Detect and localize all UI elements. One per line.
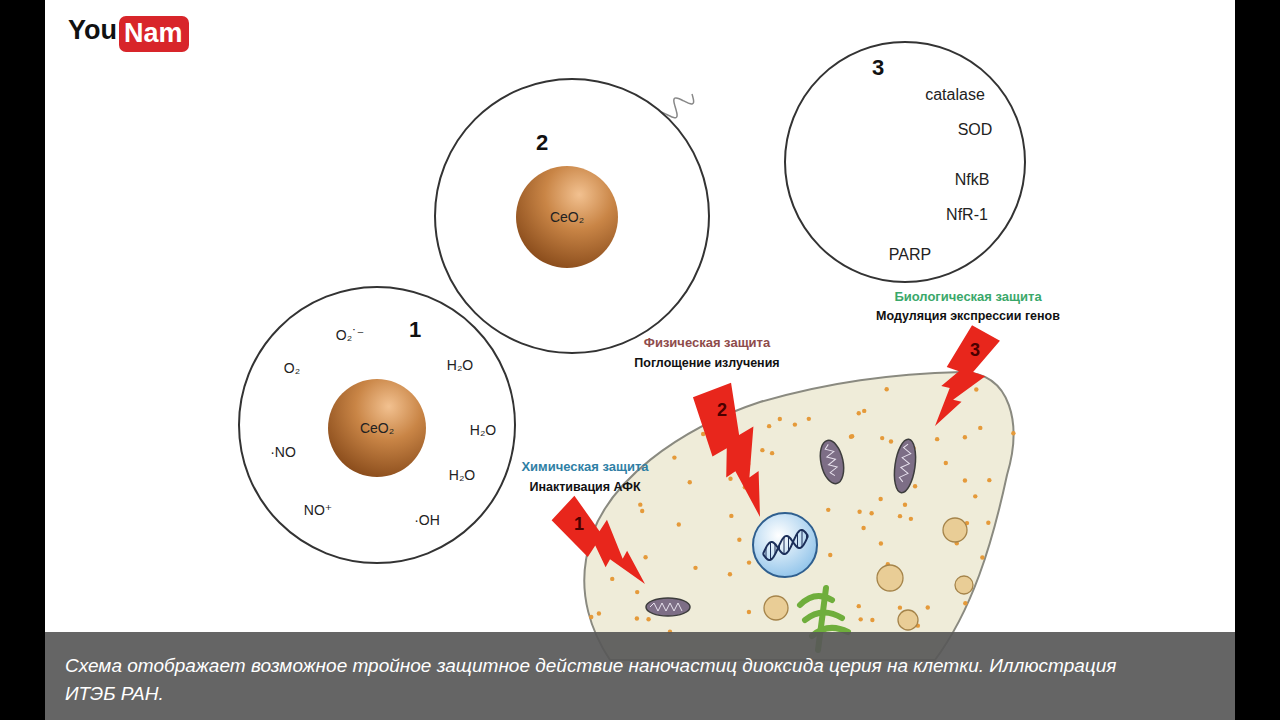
molecule-label: H₂O bbox=[470, 422, 496, 438]
gene-label: NfkB bbox=[955, 171, 990, 189]
particle-label: CeO₂ bbox=[550, 209, 584, 225]
mitochondrion bbox=[646, 438, 919, 616]
molecule-label: H₂O bbox=[447, 357, 473, 373]
section-heading: Химическая защита bbox=[521, 460, 648, 475]
gene-label: NfR-1 bbox=[946, 206, 988, 224]
molecule-label: NO⁺ bbox=[304, 502, 332, 518]
callout-number: 3 bbox=[970, 340, 980, 361]
molecule-label: O₂ bbox=[284, 360, 300, 376]
gene-label: PARP bbox=[889, 246, 931, 264]
logo-text: You bbox=[68, 15, 117, 46]
nucleus bbox=[753, 513, 817, 577]
section-heading: Биологическая защита bbox=[894, 290, 1041, 305]
callout-number: 2 bbox=[717, 400, 727, 421]
gene-label: SOD bbox=[958, 121, 993, 139]
callout-number: 2 bbox=[536, 130, 548, 155]
logo-text: Nam bbox=[119, 16, 189, 52]
nanoparticle: CeO₂ bbox=[327, 378, 427, 478]
molecule-label: ·NO bbox=[270, 444, 296, 460]
molecule-label: O₂˙⁻ bbox=[336, 327, 364, 343]
callout-number: 1 bbox=[409, 317, 421, 342]
callout-circle: 2CeO₂ bbox=[433, 77, 711, 355]
callout-circle: 3 catalaseSOD NfkB NfR-1PARP bbox=[783, 40, 1027, 284]
side-band bbox=[1235, 0, 1280, 720]
cell bbox=[584, 372, 1015, 660]
side-band bbox=[0, 0, 45, 720]
caption: Схема отображает возможное тройное защит… bbox=[45, 632, 1235, 720]
callout-circle: 1 O₂˙⁻ O₂ H₂O H₂O H₂O ·NO NO⁺ ·OH CeO₂ bbox=[237, 285, 517, 565]
molecule-label: ·OH bbox=[414, 512, 440, 528]
callout-number: 3 bbox=[872, 55, 884, 80]
section-subtitle: Поглощение излучения bbox=[634, 356, 779, 370]
section-heading: Физическая защита bbox=[644, 336, 770, 351]
particle-label: CeO₂ bbox=[360, 420, 394, 436]
nanoparticle: CeO₂ bbox=[515, 165, 619, 269]
section-subtitle: Модуляция экспрессии генов bbox=[876, 309, 1060, 323]
molecule-label: H₂O bbox=[449, 467, 475, 483]
gene-label: catalase bbox=[925, 86, 985, 104]
section-subtitle: Инактивация АФК bbox=[529, 480, 640, 494]
callout-number: 1 bbox=[574, 514, 584, 535]
